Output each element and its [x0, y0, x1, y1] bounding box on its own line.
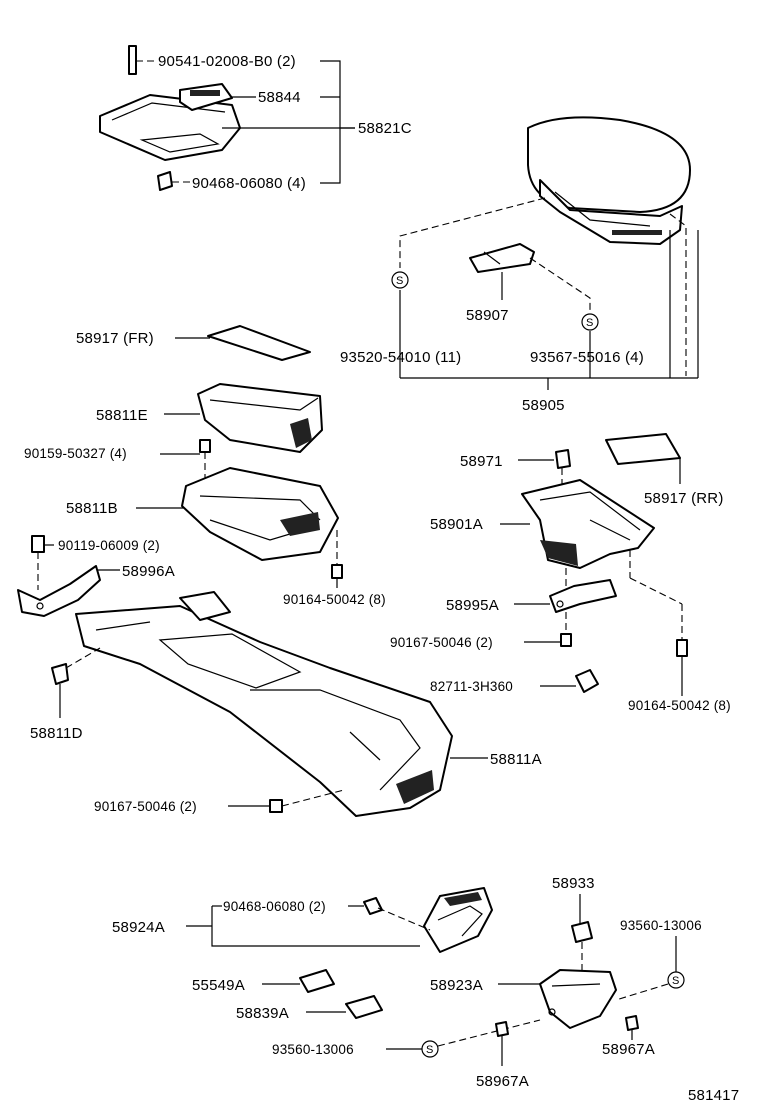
clip-90468-lower: [363, 897, 383, 915]
mat-58917-rr: [605, 433, 681, 465]
pocket-58923A: [539, 969, 617, 1029]
symbol-s-93520: S: [391, 271, 409, 289]
label-58811D: 58811D: [30, 725, 83, 742]
connector-82711: [575, 669, 599, 693]
label-58923A: 58923A: [430, 977, 483, 994]
label-58901A: 58901A: [430, 516, 483, 533]
bracket-58811B: [181, 467, 339, 561]
label-90164-50042-right: 90164-50042 (8): [628, 698, 731, 713]
screw-90159: [199, 439, 211, 453]
mat-58917-fr: [207, 325, 311, 361]
svg-text:S: S: [396, 275, 403, 287]
svg-text:S: S: [672, 975, 679, 987]
screw-90167-lower: [269, 799, 283, 813]
symbol-s-93560-left: S: [421, 1040, 439, 1058]
label-58811A: 58811A: [490, 751, 542, 768]
bracket-58996A: [17, 565, 101, 617]
symbol-s-93560-right: S: [667, 971, 685, 989]
figure-code: 581417: [688, 1087, 739, 1104]
svg-text:S: S: [426, 1044, 433, 1056]
screw-90167-right: [560, 633, 572, 647]
label-90468-06080-2: 90468-06080 (2): [223, 899, 326, 914]
label-90541-02008: 90541-02008-B0 (2): [158, 53, 296, 70]
label-82711-3H360: 82711-3H360: [430, 679, 513, 694]
label-58821C: 58821C: [358, 120, 412, 137]
bolt-90119: [31, 535, 45, 553]
label-58924A: 58924A: [112, 919, 165, 936]
cap-58839A: [345, 995, 383, 1019]
label-58933: 58933: [552, 875, 595, 892]
panel-58821C: [99, 45, 241, 191]
label-58996A: 58996A: [122, 563, 175, 580]
label-55549A: 55549A: [192, 977, 245, 994]
label-93560-13006-left: 93560-13006: [272, 1042, 354, 1057]
bezel-58924A: [423, 887, 493, 953]
label-90164-50042-left: 90164-50042 (8): [283, 592, 386, 607]
label-58905: 58905: [522, 397, 565, 414]
label-90119-06009: 90119-06009 (2): [58, 538, 160, 553]
clip-58967A-right: [625, 1015, 639, 1031]
hinge-58907: [469, 243, 535, 273]
label-58995A: 58995A: [446, 597, 499, 614]
box-58811E: [197, 383, 323, 453]
label-93567-55016: 93567-55016 (4): [530, 349, 644, 366]
bracket-58995A: [549, 579, 617, 613]
label-58967A-left: 58967A: [476, 1073, 529, 1090]
armrest-58905: [527, 116, 691, 245]
screw-90541: [128, 45, 137, 75]
label-58907: 58907: [466, 307, 509, 324]
clip-58967A-left: [495, 1021, 509, 1037]
label-58811B: 58811B: [66, 500, 118, 517]
label-90167-50046-right: 90167-50046 (2): [390, 635, 493, 650]
cap-55549A: [299, 969, 335, 993]
label-58811E: 58811E: [96, 407, 148, 424]
label-58844: 58844: [258, 89, 301, 106]
label-58917-fr: 58917 (FR): [76, 330, 154, 347]
console-58811A: [75, 591, 453, 817]
plate-58933: [571, 921, 593, 943]
label-93560-13006-right: 93560-13006: [620, 918, 702, 933]
label-58967A-right: 58967A: [602, 1041, 655, 1058]
label-58971: 58971: [460, 453, 503, 470]
label-93520-54010: 93520-54010 (11): [340, 349, 461, 366]
clip-90468: [157, 171, 173, 191]
label-90159-50327: 90159-50327 (4): [24, 446, 127, 461]
screw-90164-left: [331, 564, 343, 579]
label-58839A: 58839A: [236, 1005, 289, 1022]
screw-58811D: [51, 663, 69, 685]
svg-text:S: S: [586, 317, 593, 329]
tray-58901A: [521, 479, 655, 569]
clip-58971: [555, 449, 571, 469]
symbol-s-93567: S: [581, 313, 599, 331]
label-90167-50046-lower: 90167-50046 (2): [94, 799, 197, 814]
label-90468-06080-4: 90468-06080 (4): [192, 175, 306, 192]
label-58917-rr: 58917 (RR): [644, 490, 724, 507]
screw-90164-right: [676, 639, 688, 657]
